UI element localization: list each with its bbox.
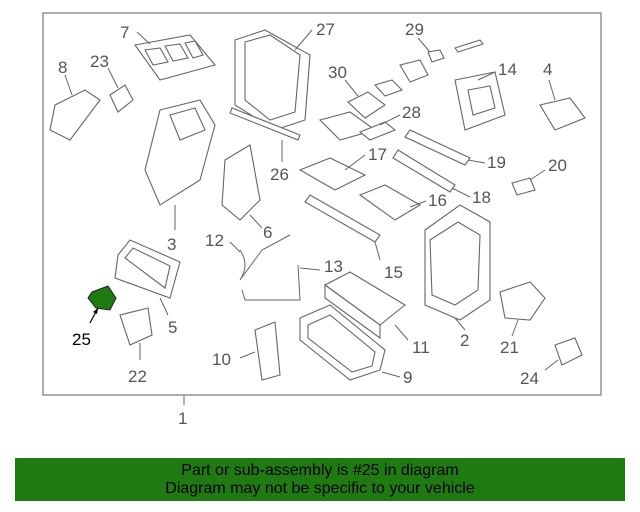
part-6 (221, 144, 263, 229)
callout-3: 3 (167, 235, 176, 254)
part-11 (323, 271, 409, 341)
part-29 (417, 37, 484, 63)
callout-29: 29 (405, 20, 424, 39)
part-25-highlighted (87, 285, 117, 324)
part-22 (119, 307, 153, 360)
callout-26: 26 (270, 165, 289, 184)
part-5 (114, 239, 181, 316)
part-18 (392, 149, 471, 198)
callout-22: 22 (128, 367, 147, 386)
callout-23: 23 (90, 52, 109, 71)
callout-16: 16 (428, 191, 447, 210)
part-16 (358, 184, 427, 221)
callout-30: 30 (328, 63, 347, 82)
part-8 (49, 74, 101, 141)
callout-8: 8 (58, 58, 67, 77)
callout-5: 5 (168, 318, 177, 337)
callout-10: 10 (212, 350, 231, 369)
part-2 (424, 204, 491, 331)
callout-1: 1 (178, 409, 187, 428)
info-banner: Part or sub-assembly is #25 in diagram D… (15, 458, 625, 501)
callout-28: 28 (402, 103, 421, 122)
part-20 (511, 169, 546, 196)
callout-7: 7 (120, 23, 129, 42)
part-15 (304, 194, 381, 261)
part-13 (241, 264, 321, 301)
part-19 (404, 129, 486, 166)
banner-line-2: Diagram may not be specific to your vehi… (165, 480, 475, 497)
parts-diagram: 1 (42, 12, 602, 428)
part-4 (539, 79, 586, 131)
callout-27: 27 (316, 20, 335, 39)
part-30 (344, 59, 429, 119)
part-24 (544, 337, 583, 371)
part-7 (134, 31, 216, 81)
callout-19: 19 (487, 153, 506, 172)
banner-line-1: Part or sub-assembly is #25 in diagram (181, 462, 459, 479)
callout-11: 11 (412, 338, 430, 357)
callout-14: 14 (498, 60, 517, 79)
callout-4: 4 (543, 60, 552, 79)
callout-2: 2 (460, 331, 469, 350)
callout-9: 9 (403, 368, 412, 387)
part-12 (229, 234, 291, 281)
part-9 (299, 304, 401, 381)
part-10 (239, 321, 281, 381)
callout-13: 13 (324, 257, 343, 276)
part-14 (454, 71, 506, 131)
callout-24: 24 (520, 369, 539, 388)
part-27 (234, 29, 313, 131)
callout-12: 12 (205, 231, 224, 250)
diagram-frame (42, 12, 602, 396)
callout-17: 17 (368, 145, 387, 164)
callout-6: 6 (263, 223, 272, 242)
callout-15: 15 (384, 263, 403, 282)
callout-18: 18 (472, 188, 491, 207)
part-23 (107, 67, 134, 113)
part-26 (229, 107, 301, 162)
part-21 (499, 281, 546, 337)
callout-25: 25 (72, 330, 91, 349)
callout-21: 21 (500, 338, 519, 357)
part-28 (318, 111, 401, 141)
part-3 (144, 99, 216, 230)
callout-20: 20 (548, 156, 567, 175)
part-17 (298, 154, 367, 191)
